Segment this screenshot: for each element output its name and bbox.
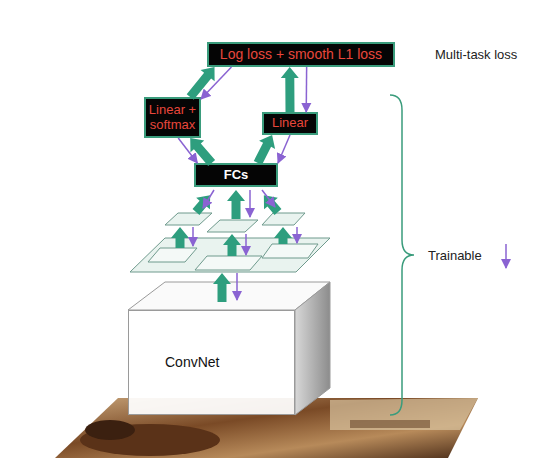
roi-region [148, 248, 197, 262]
roi-pooled-feature [165, 213, 212, 225]
forward-arrow [281, 67, 299, 112]
forward-arrow [190, 138, 215, 166]
forward-arrow [187, 67, 215, 100]
annotation-label: Trainable [428, 248, 482, 263]
layer-box: FCs [194, 163, 278, 187]
layer-box: Log loss + smooth L1 loss [207, 42, 395, 67]
roi-pooled-feature [262, 213, 305, 225]
trainable-bracket [390, 95, 414, 415]
node-text: Linear + softmax [146, 103, 199, 133]
node-text: ConvNet [165, 354, 219, 370]
convnet-side-face [295, 282, 330, 415]
roi-pooled-feature [207, 220, 258, 232]
layer-box: Linear + softmax [144, 97, 201, 138]
forward-arrow [171, 189, 292, 302]
node-text: FCs [224, 168, 249, 183]
annotation-label: Multi-task loss [435, 47, 517, 62]
node-text: Linear [272, 116, 308, 131]
backward-arrow [201, 67, 231, 99]
backward-arrow [178, 138, 197, 163]
trainable-arrow [505, 244, 507, 268]
convnet-block: ConvNet [128, 310, 295, 415]
backward-arrow [278, 135, 290, 163]
forward-arrow [254, 135, 275, 165]
roi-region [262, 244, 318, 258]
node-text: Log loss + smooth L1 loss [220, 46, 382, 62]
roi-region [195, 256, 262, 270]
backward-arrow [193, 190, 297, 300]
backward-arrow [305, 67, 307, 112]
layer-box: Linear [262, 112, 318, 135]
